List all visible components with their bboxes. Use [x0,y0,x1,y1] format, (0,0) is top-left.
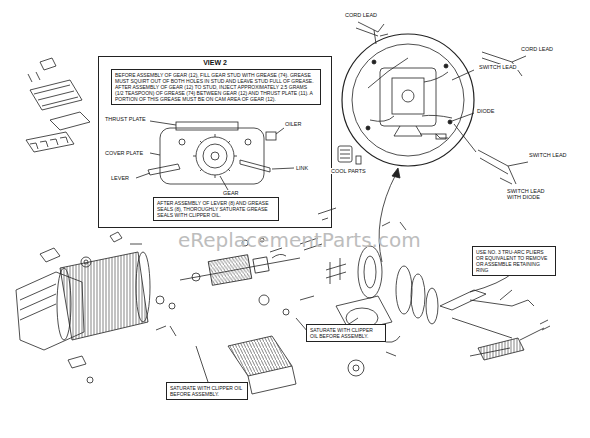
note-box: SATURATE WITH CLIPPER OIL BEFORE ASSEMBL… [306,324,386,342]
field-coil [228,295,314,394]
view-title: VIEW 2 [99,59,331,67]
note-text: AFTER ASSEMBLY OF LEVER (8) AND GREASE S… [157,200,275,218]
note-text: BEFORE ASSEMBLY OF GEAR (12), FILL GEAR … [115,72,317,102]
view-frame: VIEW 2 BEFORE ASSEMBLY OF GEAR (12), FILL… [98,56,332,228]
armature [180,255,300,286]
part-label: SWITCH LEAD [478,64,518,70]
part-label: GEAR [222,190,240,196]
switch-wiring-detail [338,22,528,184]
housing-cylinder [57,252,176,340]
part-label: LEVER [110,175,130,181]
arrow-head [392,168,400,178]
part-label: COVER PLATE [104,150,144,156]
part-label: DIODE [476,108,495,114]
part-label: OILER [284,121,303,127]
note-pointer [196,290,512,382]
blade-parts [26,58,90,152]
note-box: AFTER ASSEMBLY OF LEVER (8) AND GREASE S… [153,197,279,221]
note-box: SATURATE WITH CLIPPER OIL BEFORE ASSEMBL… [166,382,248,400]
part-label: SWITCH LEAD WITH DIODE [506,188,548,201]
part-label: COOL PARTS [330,168,367,174]
part-label: LINK [295,165,309,171]
rings-and-cord [380,266,550,360]
part-label: CORD LEAD [344,12,378,18]
gear-housing-view [136,121,294,190]
note-box: BEFORE ASSEMBLY OF GEAR (12), FILL GEAR … [111,69,321,105]
part-label: THRUST PLATE [104,116,147,122]
part-label: CORD LEAD [520,46,554,52]
note-text: SATURATE WITH CLIPPER OIL BEFORE ASSEMBL… [170,385,244,397]
note-text: SATURATE WITH CLIPPER OIL BEFORE ASSEMBL… [310,327,382,339]
note-box: USE NO. 3 TRU-ARC PLIERS OR EQUIVALENT T… [472,246,556,276]
part-label: SWITCH LEAD [528,152,568,158]
watermark: eReplacementParts.com [178,230,421,250]
note-text: USE NO. 3 TRU-ARC PLIERS OR EQUIVALENT T… [476,249,552,273]
